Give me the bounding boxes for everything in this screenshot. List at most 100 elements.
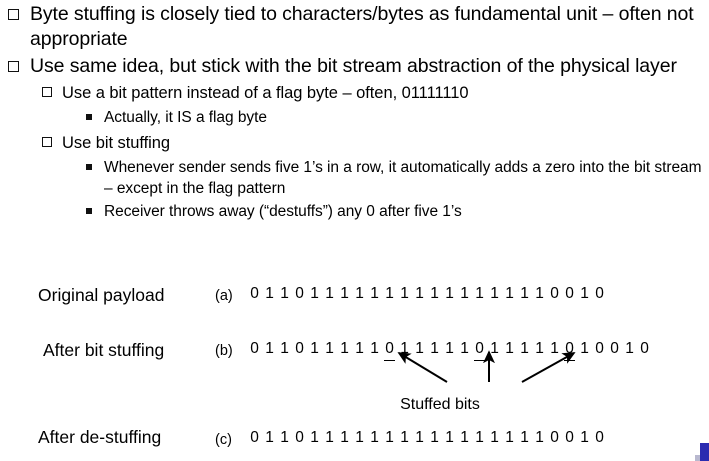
- bit: 1: [400, 429, 409, 446]
- bit: 1: [520, 429, 529, 446]
- bit: 1: [490, 340, 499, 357]
- bit: 1: [415, 285, 424, 302]
- corner-accent-bar: [700, 443, 709, 461]
- corner-accent-mark: [695, 437, 709, 461]
- bullet-glyph: [8, 61, 19, 73]
- bit: 1: [580, 340, 589, 357]
- bit: 1: [460, 285, 469, 302]
- bit: 1: [445, 429, 454, 446]
- bit: 1: [310, 429, 319, 446]
- bit: 1: [340, 429, 349, 446]
- bit: 1: [580, 285, 589, 302]
- bit: 1: [280, 285, 289, 302]
- bit: 0: [295, 429, 304, 446]
- bullet-glyph: [86, 207, 92, 214]
- bit: 1: [475, 429, 484, 446]
- bit: 1: [385, 285, 394, 302]
- bit: 1: [280, 429, 289, 446]
- row-tag-b: (b): [215, 343, 233, 359]
- bullet-item: Use same idea, but stick with the bit st…: [0, 54, 709, 79]
- bit: 1: [415, 429, 424, 446]
- bit: 1: [535, 340, 544, 357]
- row-label-original: Original payload: [38, 285, 165, 305]
- bit: 1: [505, 340, 514, 357]
- bit: 0: [295, 285, 304, 302]
- bit: 1: [520, 285, 529, 302]
- bit: 1: [580, 429, 589, 446]
- bit: 1: [370, 429, 379, 446]
- solid-square-bullet-icon: [86, 201, 104, 223]
- bit: 0: [550, 429, 559, 446]
- bit: 1: [310, 285, 319, 302]
- bit: 1: [340, 285, 349, 302]
- bullet-text: Whenever sender sends five 1’s in a row,…: [104, 159, 702, 197]
- bit: 1: [265, 429, 274, 446]
- bullet-item: Byte stuffing is closely tied to charact…: [0, 2, 709, 52]
- bullet-item: Use bit stuffing: [0, 132, 709, 155]
- bullet-item: Whenever sender sends five 1’s in a row,…: [0, 157, 709, 199]
- bullet-text: Use a bit pattern instead of a flag byte…: [62, 84, 469, 102]
- bit: 1: [370, 340, 379, 357]
- solid-square-bullet-icon: [86, 157, 104, 179]
- corner-accent-shade: [695, 455, 700, 461]
- bit: 1: [355, 340, 364, 357]
- hollow-square-bullet-icon: [6, 2, 30, 27]
- bit: 1: [265, 340, 274, 357]
- bullet-glyph: [86, 113, 92, 120]
- bit: 0: [250, 285, 259, 302]
- bit: 0: [595, 429, 604, 446]
- bit: 1: [490, 429, 499, 446]
- bit: 1: [535, 429, 544, 446]
- bit: 1: [355, 285, 364, 302]
- hollow-square-bullet-icon: [42, 132, 62, 155]
- bullet-text: Use same idea, but stick with the bit st…: [30, 55, 677, 77]
- bit: 1: [445, 340, 454, 357]
- bullet-text: Receiver throws away (“destuffs”) any 0 …: [104, 203, 462, 220]
- bit: 1: [325, 429, 334, 446]
- bit: 1: [535, 285, 544, 302]
- bullet-glyph: [42, 137, 52, 148]
- bit: 1: [520, 340, 529, 357]
- hollow-square-bullet-icon: [42, 82, 62, 105]
- hollow-square-bullet-icon: [6, 54, 30, 79]
- bit: 0: [250, 429, 259, 446]
- bullet-text: Actually, it IS a flag byte: [104, 109, 267, 126]
- bit: 1: [475, 285, 484, 302]
- bit: 1: [265, 285, 274, 302]
- bit: 0: [565, 429, 574, 446]
- bit: 1: [550, 340, 559, 357]
- bullet-item: Use a bit pattern instead of a flag byte…: [0, 82, 709, 105]
- row-label-stuffed: After bit stuffing: [43, 340, 165, 360]
- slide-bullet-list: Byte stuffing is closely tied to charact…: [0, 0, 709, 223]
- bit: 1: [430, 285, 439, 302]
- bit: 0: [250, 340, 259, 357]
- bit: 1: [445, 285, 454, 302]
- bit: 1: [460, 429, 469, 446]
- bit: 1: [460, 340, 469, 357]
- row-tag-c: (c): [215, 432, 232, 448]
- bullet-glyph: [42, 87, 52, 98]
- bit: 1: [505, 285, 514, 302]
- bit: 0: [640, 340, 649, 357]
- bit: 1: [385, 429, 394, 446]
- bit: 1: [430, 429, 439, 446]
- bit: 1: [505, 429, 514, 446]
- stuffed-bit: 0: [382, 338, 397, 361]
- bit: 1: [400, 285, 409, 302]
- bit: 1: [280, 340, 289, 357]
- bit: 1: [490, 285, 499, 302]
- bullet-text: Use bit stuffing: [62, 134, 171, 152]
- bullet-glyph: [86, 163, 92, 170]
- bit: 0: [565, 285, 574, 302]
- bit: 1: [400, 340, 409, 357]
- stuffed-bits-annotation: Stuffed bits: [400, 396, 480, 413]
- bullet-glyph: [8, 9, 19, 21]
- solid-square-bullet-icon: [86, 107, 104, 129]
- bit: 1: [340, 340, 349, 357]
- bit: 0: [595, 285, 604, 302]
- bit: 0: [595, 340, 604, 357]
